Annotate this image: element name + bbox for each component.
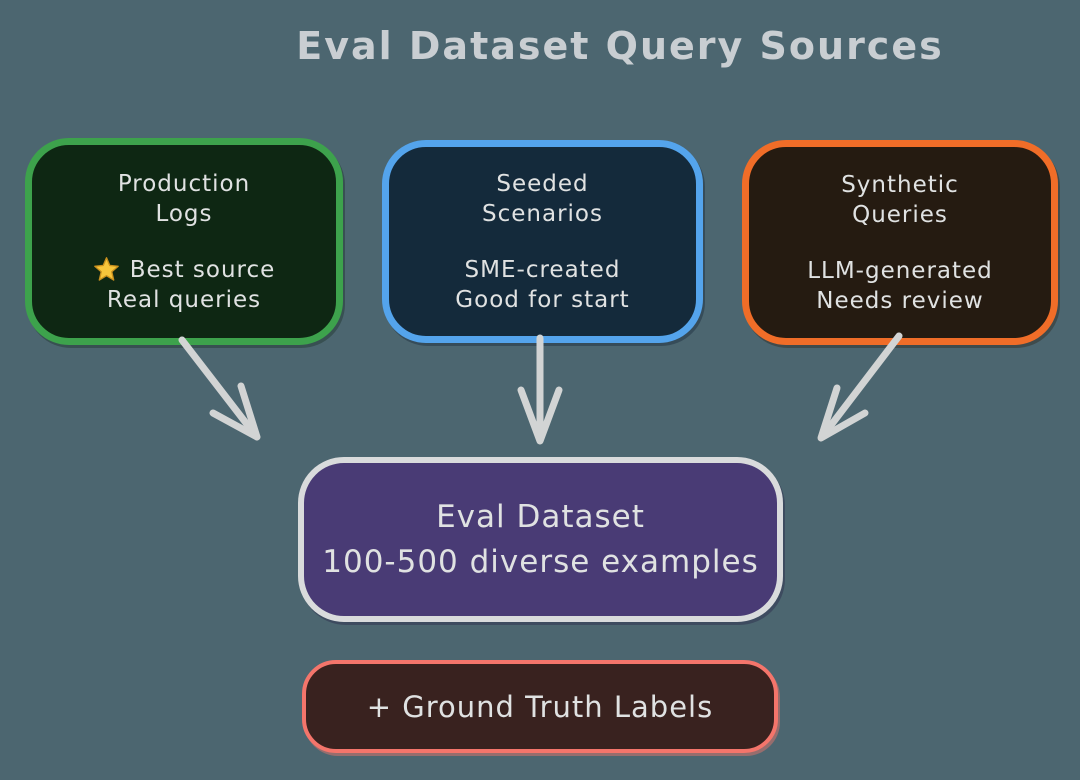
star-icon [93, 256, 120, 283]
production-logs-detail: Real queries [106, 286, 262, 313]
diagram-title: Eval Dataset Query Sources [296, 24, 944, 68]
seeded-scenarios-title: Seeded Scenarios [482, 170, 603, 227]
arrow-seeded-to-dataset-icon [517, 334, 563, 445]
seeded-scenarios-details: SME-created Good for start [455, 255, 629, 315]
node-ground-truth-labels[interactable]: + Ground Truth Labels [302, 660, 778, 753]
synthetic-queries-highlight: LLM-generated [807, 257, 993, 284]
arrow-production-to-dataset-icon [178, 336, 261, 441]
node-eval-dataset[interactable]: Eval Dataset 100-500 diverse examples [298, 457, 783, 622]
production-logs-title: Production Logs [117, 170, 251, 227]
synthetic-queries-details: LLM-generated Needs review [807, 256, 993, 316]
seeded-scenarios-highlight: SME-created [464, 256, 621, 283]
production-logs-details: Best source Real queries [93, 255, 276, 315]
synthetic-queries-detail: Needs review [816, 287, 984, 314]
eval-dataset-title: Eval Dataset [436, 499, 645, 535]
seeded-scenarios-detail: Good for start [455, 286, 630, 313]
synthetic-queries-title: Synthetic Queries [841, 171, 959, 228]
ground-truth-label: + Ground Truth Labels [366, 689, 714, 724]
production-logs-highlight: Best source [129, 256, 276, 283]
node-seeded-scenarios[interactable]: Seeded Scenarios SME-created Good for st… [382, 140, 703, 343]
node-synthetic-queries[interactable]: Synthetic Queries LLM-generated Needs re… [742, 140, 1058, 345]
eval-dataset-subtitle: 100-500 diverse examples [322, 544, 759, 580]
arrow-synthetic-to-dataset-icon [817, 332, 903, 442]
node-production-logs[interactable]: Production Logs Best source Real queries [25, 138, 343, 345]
